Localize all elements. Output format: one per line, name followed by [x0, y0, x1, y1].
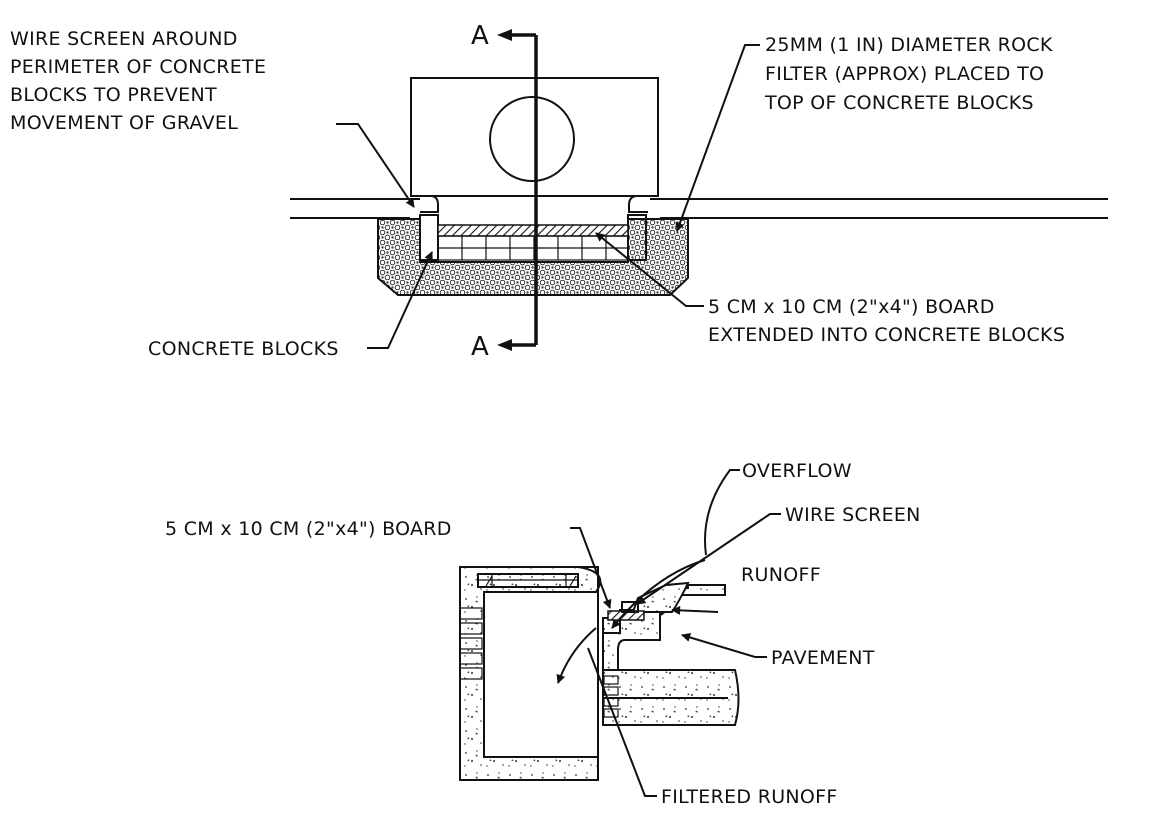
section-marker-bottom: A: [471, 332, 489, 362]
svg-text:BLOCKS TO PREVENT: BLOCKS TO PREVENT: [10, 84, 217, 106]
wire-screen-block: [621, 601, 639, 613]
filtered-runoff-arrow: [556, 627, 597, 684]
runoff-arrow: [671, 605, 719, 615]
svg-text:FILTER (APPROX) PLACED TO: FILTER (APPROX) PLACED TO: [765, 63, 1044, 85]
label-concrete-blocks: CONCRETE BLOCKS: [148, 338, 339, 360]
label-runoff: RUNOFF: [741, 564, 821, 586]
label-wire-screen-perimeter: WIRE SCREEN AROUND PERIMETER OF CONCRETE…: [10, 28, 266, 134]
label-rock-filter: 25MM (1 IN) DIAMETER ROCK FILTER (APPROX…: [764, 34, 1053, 114]
leader-board: [595, 232, 704, 307]
label-board-section: 5 CM x 10 CM (2"x4") BOARD: [165, 518, 452, 540]
label-filtered-runoff: FILTERED RUNOFF: [661, 786, 838, 808]
svg-text:MOVEMENT OF GRAVEL: MOVEMENT OF GRAVEL: [10, 112, 238, 134]
svg-text:TOP OF CONCRETE BLOCKS: TOP OF CONCRETE BLOCKS: [764, 92, 1034, 114]
svg-text:25MM (1 IN) DIAMETER ROCK: 25MM (1 IN) DIAMETER ROCK: [765, 34, 1053, 56]
label-wire-screen: WIRE SCREEN: [785, 504, 921, 526]
inlet-pipe-circle: [489, 96, 575, 182]
concrete-block-left: [419, 214, 439, 261]
leader-board-section: [570, 527, 612, 609]
curb-return-right: [628, 195, 658, 213]
label-pavement: PAVEMENT: [771, 647, 875, 669]
leader-pavement: [681, 633, 767, 658]
label-board-extended: 5 CM x 10 CM (2"x4") BOARD EXTENDED INTO…: [708, 296, 1065, 346]
section-cut-line: [497, 29, 538, 351]
inlet-structure: [459, 566, 599, 781]
leader-rock-filter: [675, 44, 760, 232]
top-view: A A WIRE SCREEN AROUND PERIMETER OF CONC…: [10, 21, 1108, 362]
overflow-arrow: [611, 559, 706, 629]
svg-text:WIRE SCREEN AROUND: WIRE SCREEN AROUND: [10, 28, 238, 50]
leader-filtered-runoff: [587, 647, 657, 797]
section-view: OVERFLOW WIRE SCREEN 5 CM x 10 CM (2"x4"…: [165, 460, 921, 808]
leader-concrete-blocks: [367, 251, 433, 349]
section-marker-top: A: [471, 21, 489, 51]
label-overflow: OVERFLOW: [742, 460, 852, 482]
leader-wire-screen-section: [636, 513, 781, 605]
curb-return-left: [411, 195, 439, 213]
board-2x4: [437, 224, 629, 237]
leader-wire-screen: [336, 123, 415, 208]
svg-text:EXTENDED INTO CONCRETE BLOCKS: EXTENDED INTO CONCRETE BLOCKS: [708, 324, 1065, 346]
stacked-blocks-left: [459, 607, 483, 680]
svg-text:PERIMETER OF CONCRETE: PERIMETER OF CONCRETE: [10, 56, 266, 78]
leader-overflow: [704, 469, 740, 556]
svg-text:5 CM x 10 CM (2"x4") BOARD: 5 CM x 10 CM (2"x4") BOARD: [708, 296, 995, 318]
concrete-block-row: [437, 235, 629, 261]
